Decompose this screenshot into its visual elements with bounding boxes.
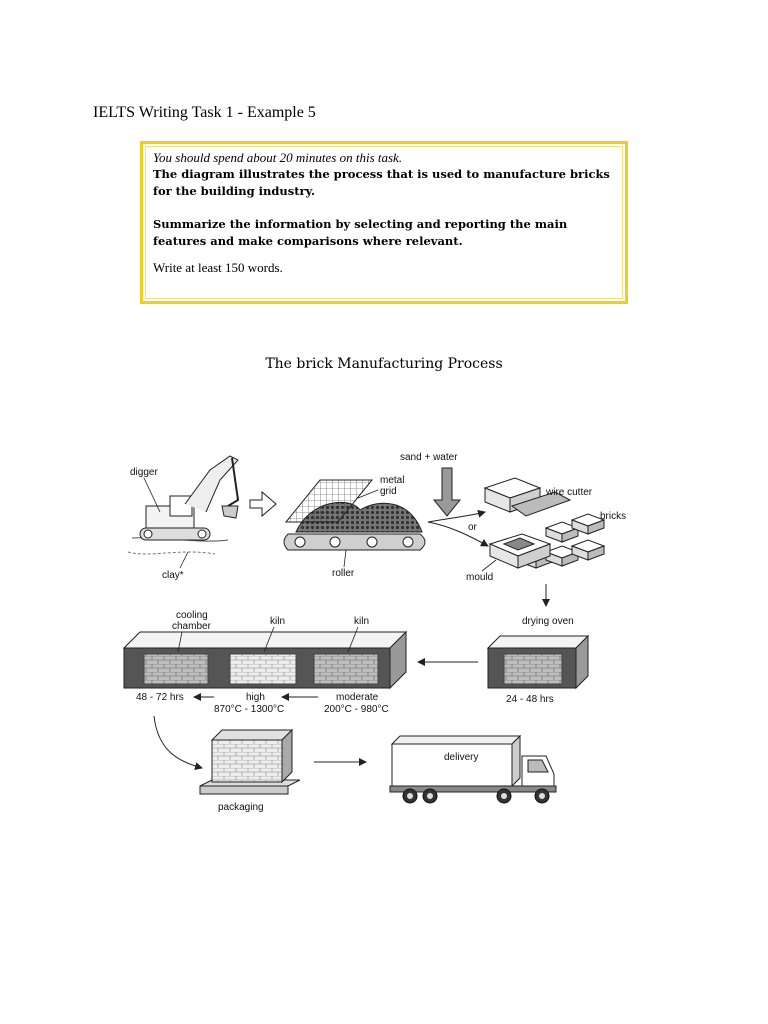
delivery-label: delivery xyxy=(444,752,478,763)
or-label: or xyxy=(468,522,478,533)
digger-label: digger xyxy=(130,467,158,478)
high-kiln-bricks xyxy=(229,653,297,685)
time-instruction: You should spend about 20 minutes on thi… xyxy=(153,150,403,165)
wire-cutter-label: wire cutter xyxy=(545,487,593,498)
document-title: IELTS Writing Task 1 - Example 5 xyxy=(93,104,316,121)
summary-instruction-line-1: Summarize the information by selecting a… xyxy=(153,217,568,231)
moderate-temp-label: 200°C - 980°C xyxy=(324,704,389,715)
mould-illustration xyxy=(488,533,552,569)
packaging-label: packaging xyxy=(218,802,264,813)
task-instructions-box: You should spend about 20 minutes on thi… xyxy=(140,141,628,304)
cooling-time-label: 48 - 72 hrs xyxy=(136,692,184,703)
moderate-kiln-bricks xyxy=(313,653,379,685)
brick-process-diagram: digger clay* metal grid roller sand + wa… xyxy=(122,452,626,813)
task-prompt-line-1: The diagram illustrates the process that… xyxy=(153,167,610,181)
clay-label: clay* xyxy=(162,570,184,581)
drying-oven-label: drying oven xyxy=(522,616,574,627)
sand-water-arrow xyxy=(432,467,462,517)
kiln-moderate-label: kiln xyxy=(354,616,369,627)
word-count-instruction: Write at least 150 words. xyxy=(153,260,283,275)
cooling-label: cooling xyxy=(176,610,208,621)
wire-cutter-illustration xyxy=(483,477,572,517)
drying-time-label: 24 - 48 hrs xyxy=(506,694,554,705)
kiln-tunnel xyxy=(122,630,408,690)
delivery-truck-illustration xyxy=(389,734,557,804)
cooling-bricks xyxy=(143,653,209,685)
roller-label: roller xyxy=(332,568,355,579)
roller-conveyor xyxy=(283,479,426,551)
moderate-label: moderate xyxy=(336,692,379,703)
metal-label: metal xyxy=(380,475,404,486)
mould-label: mould xyxy=(466,572,493,583)
digger-illustration xyxy=(127,455,240,555)
packaging-illustration xyxy=(199,728,301,795)
drying-oven-illustration xyxy=(486,634,590,690)
diagram-title: The brick Manufacturing Process xyxy=(265,356,503,372)
task-prompt-line-2: for the building industry. xyxy=(153,184,315,198)
chamber-label: chamber xyxy=(172,621,212,632)
bricks-label: bricks xyxy=(600,511,626,522)
high-temp-label: 870°C - 1300°C xyxy=(214,704,284,715)
grid-label: grid xyxy=(380,486,397,497)
sand-water-label: sand + water xyxy=(400,452,458,463)
hollow-arrow xyxy=(249,490,277,518)
kiln-high-label: kiln xyxy=(270,616,285,627)
summary-instruction-line-2: features and make comparisons where rele… xyxy=(153,234,463,248)
high-label: high xyxy=(246,692,265,703)
